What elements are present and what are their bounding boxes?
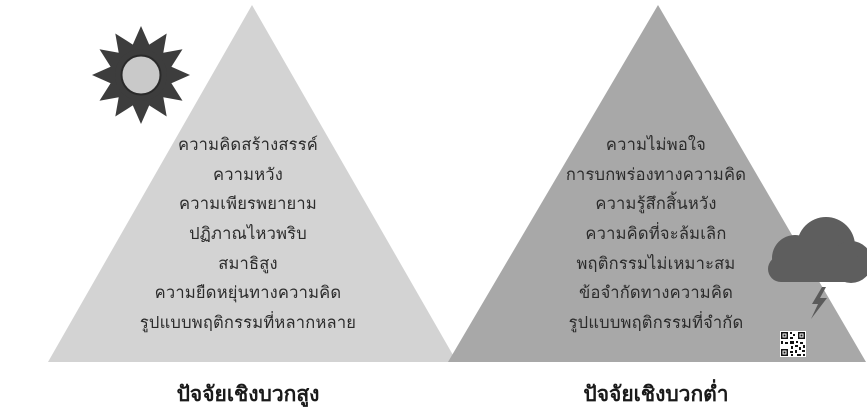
right-pyramid (448, 5, 866, 362)
left-factor-item: ปฏิภาณไหวพริบ (189, 224, 307, 244)
right-factor-item: พฤติกรรมไม่เหมาะสม (576, 253, 736, 273)
lightning-bolt (811, 287, 827, 319)
left-pyramid-factor-list: ความคิดสร้างสรรค์ ความหวัง ความเพียรพยาย… (98, 130, 398, 338)
right-factor-item: ความรู้สึกสิ้นหวัง (595, 194, 717, 214)
right-factor-item: การบกพร่องทางความคิด (565, 164, 747, 184)
left-factor-item: ความคิดสร้างสรรค์ (177, 135, 319, 154)
right-factor-item: รูปแบบพฤติกรรมที่จำกัด (568, 313, 744, 333)
left-factor-item: สมาธิสูง (218, 253, 278, 273)
right-factor-item: ความคิดที่จะล้มเลิก (585, 224, 727, 244)
storm-cloud-icon (768, 217, 867, 319)
right-pyramid-caption: ปัจจัยเชิงบวกต่ำ (583, 381, 729, 406)
sun-icon (92, 26, 190, 124)
left-factor-item: ความยืดหยุ่นทางความคิด (154, 283, 342, 303)
qr-code-icon (780, 331, 806, 357)
left-factor-item: ความเพียรพยายาม (179, 194, 317, 214)
left-factor-item: รูปแบบพฤติกรรมที่หลากหลาย (139, 313, 357, 333)
left-pyramid-caption: ปัจจัยเชิงบวกสูง (176, 381, 320, 406)
right-factor-item: ข้อจำกัดทางความคิด (578, 283, 734, 303)
right-pyramid-factor-list: ความไม่พอใจ การบกพร่องทางความคิด ความรู้… (506, 130, 806, 338)
right-factor-item: ความไม่พอใจ (605, 135, 707, 154)
left-factor-item: ความหวัง (212, 164, 284, 184)
left-pyramid (48, 5, 457, 362)
